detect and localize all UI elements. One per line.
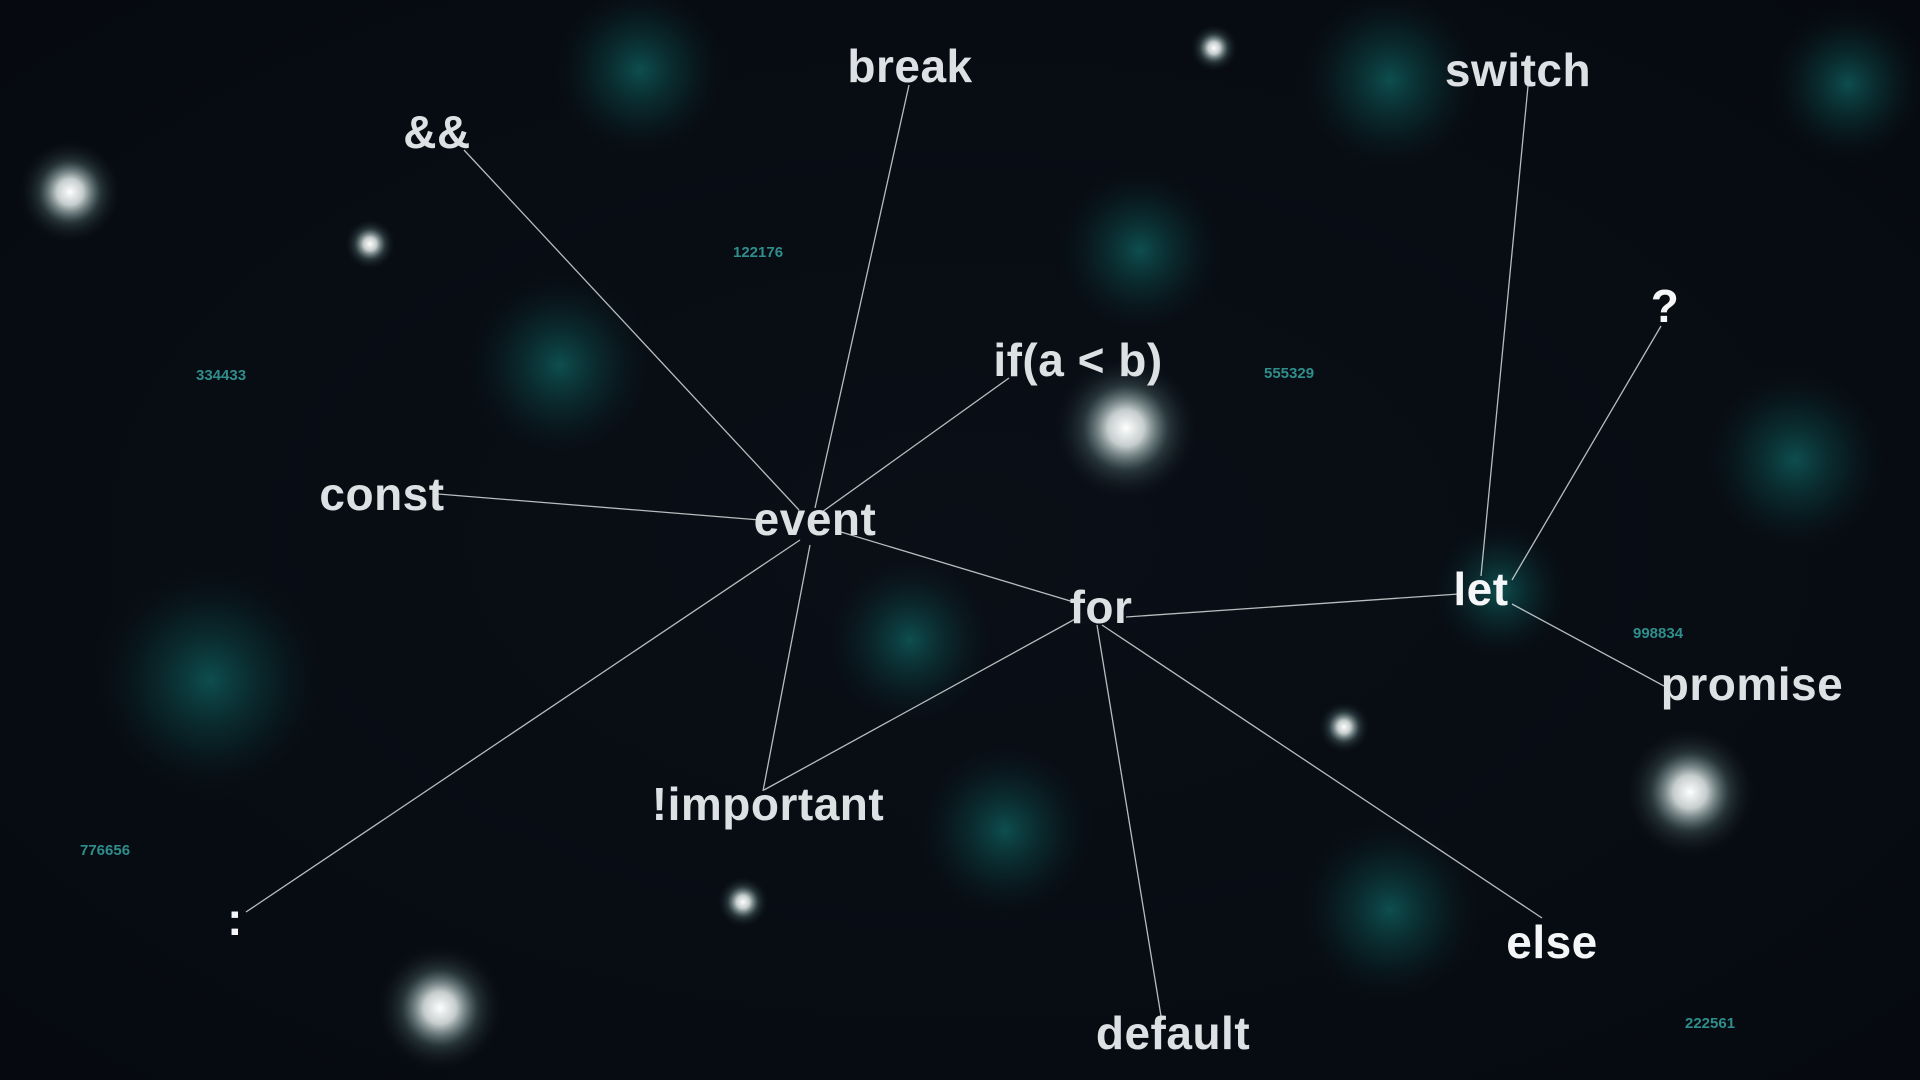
edge-for-else [1101,624,1543,919]
edge-event-const [437,493,761,521]
node-break: break [847,40,972,92]
node-promise: promise [1661,658,1843,710]
number-122176: 122176 [733,244,783,261]
node-default: default [1096,1007,1250,1059]
graph-nodes: event break && switch if(a < b) const fo… [227,40,1843,1059]
teal-glow-0 [550,0,730,160]
number-555329: 555329 [1264,365,1314,382]
node-switch: switch [1445,44,1591,96]
teal-glow-3 [1055,165,1225,335]
teal-glow-9 [1295,815,1485,1005]
edge-for-let [1125,593,1460,618]
edge-let-switch [1480,85,1529,577]
node-colon: : [227,893,243,945]
white-glow-13 [1190,24,1238,72]
node-important: !important [652,778,884,830]
node-and: && [403,106,470,158]
number-998834: 998834 [1633,625,1684,642]
edge-event-colon [245,539,801,913]
white-glow-16 [1624,726,1756,858]
teal-glow-7 [825,555,995,725]
white-glow-14 [1054,356,1198,500]
node-for: for [1070,581,1133,633]
edge-event-if [821,377,1010,513]
teal-glow-10 [1430,520,1570,660]
white-glow-18 [376,944,504,1072]
white-glow-17 [717,876,769,928]
edge-event-and [463,149,800,511]
number-334433: 334433 [196,367,246,384]
teal-glow-8 [915,740,1095,920]
teal-glow-4 [465,270,655,460]
teal-glow-1 [1295,0,1485,175]
edge-event-for [840,531,1078,604]
number-222561: 222561 [1685,1015,1735,1032]
floating-numbers: 122176 334433 555329 998834 776656 22256… [80,244,1735,1032]
teal-glow-6 [90,560,330,800]
number-776656: 776656 [80,842,130,859]
edge-for-default [1096,624,1162,1017]
node-question: ? [1651,280,1680,332]
node-event: event [754,493,877,545]
edge-for-important [763,617,1078,791]
node-else: else [1506,916,1598,968]
node-const: const [319,468,444,520]
teal-glow-2 [1768,4,1920,164]
white-glow-15 [1318,701,1370,753]
node-if: if(a < b) [993,334,1162,386]
node-let: let [1453,563,1508,615]
edge-let-promise [1511,603,1665,687]
white-glow-12 [344,218,396,270]
edge-event-important [762,544,811,792]
white-glow-11 [18,140,122,244]
graph-edges [245,84,1665,1017]
background-glows [18,0,1920,1072]
edge-event-break [814,84,910,509]
edge-let-question [1511,325,1662,581]
teal-glow-5 [1700,365,1890,555]
